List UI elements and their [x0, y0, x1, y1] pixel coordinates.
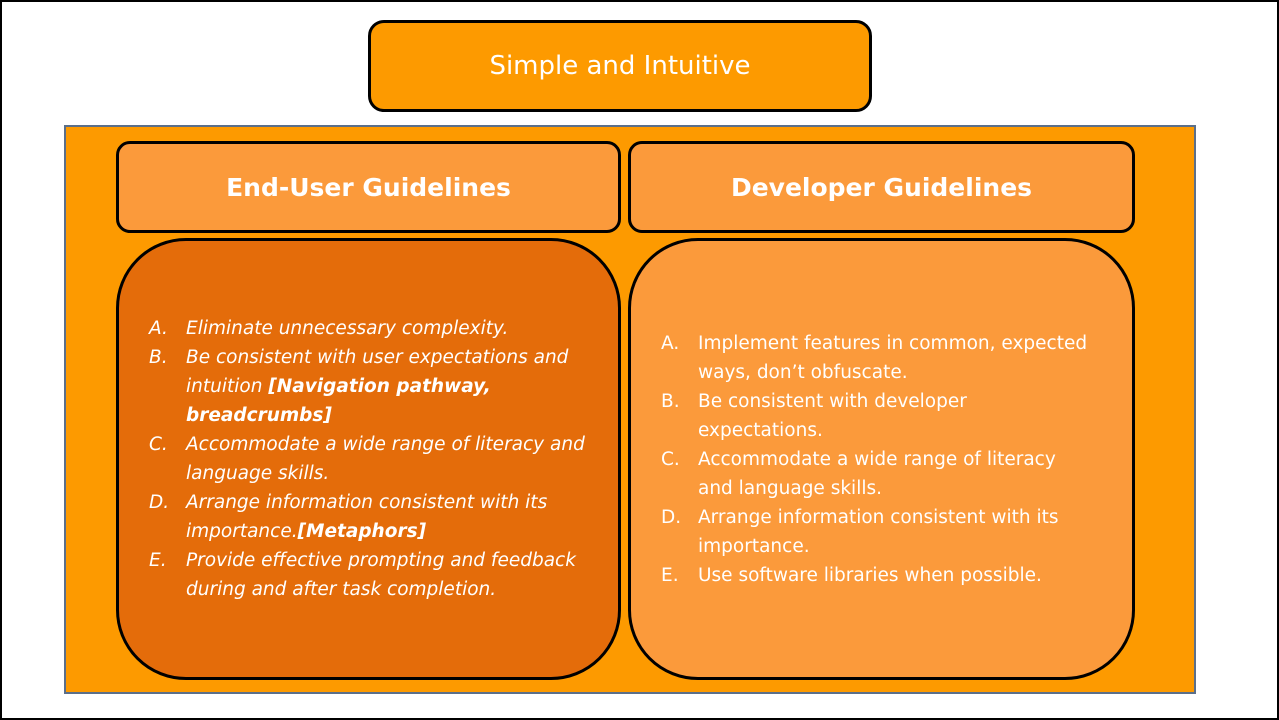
list-item: D. Arrange information consistent with i… [661, 503, 1092, 561]
list-item-text: Provide effective prompting and feedback… [186, 550, 576, 600]
list-item: B. Be consistent with developer expectat… [661, 387, 1092, 445]
list-item-text: Arrange information consistent with its … [186, 492, 548, 542]
list-marker: E. [149, 550, 167, 571]
title-box: Simple and Intuitive [368, 20, 872, 112]
list-item-text: Be consistent with user expectations and… [186, 347, 569, 397]
end-user-list: A. Eliminate unnecessary complexity. B. … [149, 314, 592, 604]
list-item-bold: [Metaphors] [297, 521, 427, 542]
list-item-text: Be consistent with developer expectation… [698, 390, 967, 441]
list-item-text: Accommodate a wide range of literacy and… [698, 448, 1056, 499]
list-marker: B. [661, 390, 680, 412]
list-item: C. Accommodate a wide range of literacy … [149, 430, 592, 488]
developer-list: A. Implement features in common, expecte… [661, 329, 1092, 590]
list-item-bold: [Navigation pathway, breadcrumbs] [186, 376, 491, 426]
list-item: E. Provide effective prompting and feedb… [149, 546, 592, 604]
list-marker: D. [661, 506, 682, 528]
developer-heading: Developer Guidelines [730, 172, 1033, 202]
list-item: B. Be consistent with user expectations … [149, 343, 592, 430]
title-text: Simple and Intuitive [489, 51, 751, 81]
end-user-body: A. Eliminate unnecessary complexity. B. … [116, 238, 621, 680]
list-item-text: Eliminate unnecessary complexity. [186, 318, 509, 339]
list-marker: B. [149, 347, 168, 368]
list-item-text: Arrange information consistent with its … [698, 506, 1059, 557]
developer-body: A. Implement features in common, expecte… [628, 238, 1135, 680]
end-user-heading: End-User Guidelines [226, 172, 511, 202]
list-marker: C. [661, 448, 680, 470]
end-user-header: End-User Guidelines [116, 141, 621, 233]
list-marker: D. [149, 492, 170, 513]
list-marker: E. [661, 564, 679, 586]
list-item-text: Implement features in common, expected w… [698, 332, 1088, 383]
list-item-text: Use software libraries when possible. [698, 564, 1042, 586]
list-marker: C. [149, 434, 168, 455]
developer-header: Developer Guidelines [628, 141, 1135, 233]
list-item: C. Accommodate a wide range of literacy … [661, 445, 1092, 503]
list-item-text: Accommodate a wide range of literacy and… [186, 434, 585, 484]
list-item: E. Use software libraries when possible. [661, 561, 1092, 590]
list-item: D. Arrange information consistent with i… [149, 488, 592, 546]
list-marker: A. [661, 332, 680, 354]
list-marker: A. [149, 318, 168, 339]
list-item: A. Implement features in common, expecte… [661, 329, 1092, 387]
list-item: A. Eliminate unnecessary complexity. [149, 314, 592, 343]
